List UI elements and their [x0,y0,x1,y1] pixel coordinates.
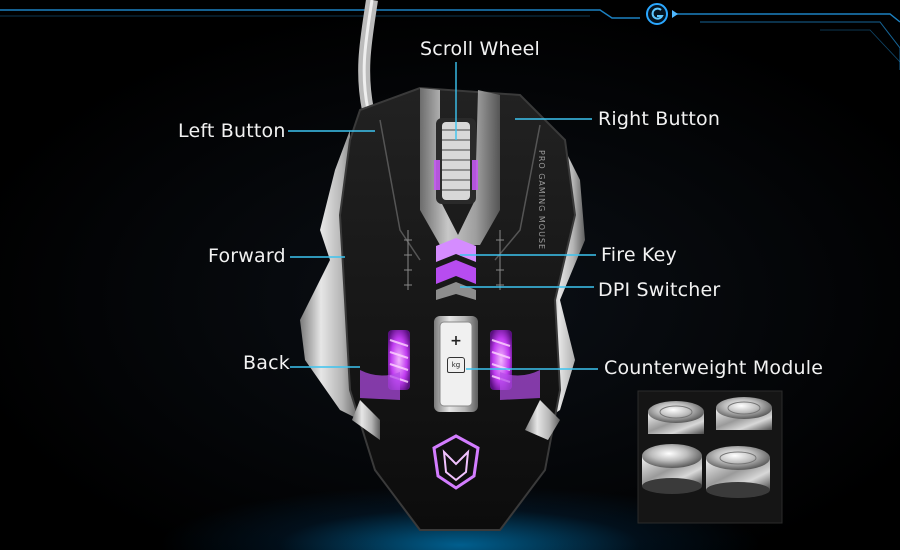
label-right-button: Right Button [598,108,721,130]
kg-weight-icon: kg [447,357,465,373]
label-back: Back [243,352,290,374]
plus-icon: + [450,333,462,349]
label-left-button: Left Button [178,120,286,142]
mouse-side-print: PRO GAMING MOUSE [537,150,546,251]
label-counterweight-module: Counterweight Module [604,357,824,379]
label-fire-key: Fire Key [601,244,677,266]
label-dpi-switcher: DPI Switcher [598,279,721,301]
label-forward: Forward [208,245,286,267]
label-scroll-wheel: Scroll Wheel [420,38,541,60]
